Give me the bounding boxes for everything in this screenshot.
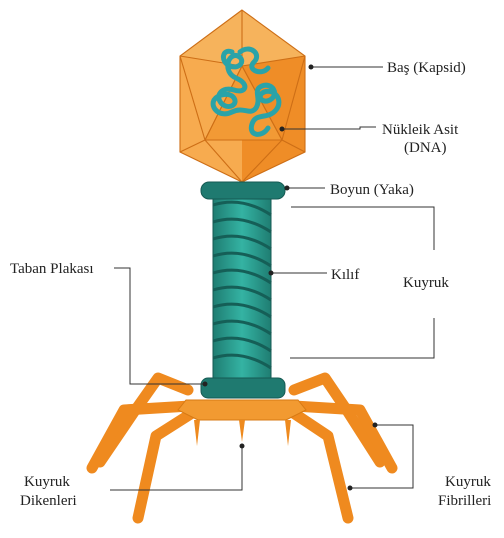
label-tail-fibers: Kuyruk: [445, 474, 491, 490]
label-tail-spikes: Kuyruk: [24, 474, 70, 490]
label-nucleic-acid-dna: (DNA): [404, 140, 447, 156]
label-neck: Boyun (Yaka): [330, 182, 414, 198]
base-collar: [201, 378, 285, 398]
label-base-plate: Taban Plakası: [10, 261, 94, 277]
tail-spikes: [194, 420, 291, 446]
sheath: [213, 199, 271, 379]
label-tail-spikes-2: Dikenleri: [20, 493, 77, 509]
label-sheath: Kılıf: [331, 267, 359, 283]
label-nucleic-acid: Nükleik Asit: [382, 122, 459, 138]
collar: [201, 182, 285, 199]
tail-spike: [285, 420, 291, 446]
label-tail: Kuyruk: [403, 275, 449, 291]
base-plate: [178, 400, 306, 420]
label-head: Baş (Kapsid): [387, 60, 466, 76]
tail-fiber-front-left: [138, 408, 200, 518]
tail-spike: [194, 420, 200, 446]
capsid: [180, 10, 305, 182]
tail-spike: [239, 420, 245, 442]
label-tail-fibers-2: Fibrilleri: [438, 493, 491, 509]
tail-fiber-front-right: [286, 408, 348, 518]
